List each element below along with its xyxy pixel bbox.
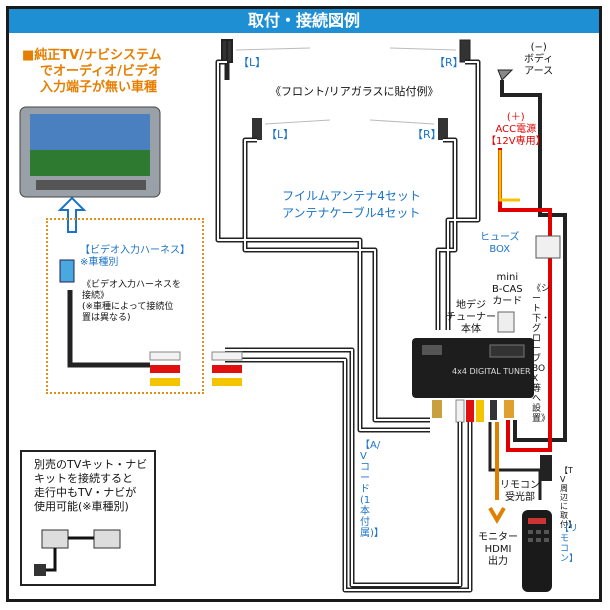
tuner-connectors	[432, 399, 514, 423]
tv-near-label: 【TV周辺に取付】	[560, 466, 576, 529]
film-antenna-label: フイルムアンテナ4セット アンテナケーブル4セット	[282, 189, 421, 220]
kit-cable-icon	[34, 529, 121, 576]
car-note: ■純正TV/ナビシステム でオーディオ/ビデオ 入力端子が無い車種	[22, 48, 162, 95]
diagram-frame	[6, 6, 602, 602]
car-monitor	[19, 106, 161, 198]
remote-sensor-icon	[540, 455, 552, 481]
antenna-top-left-label: 【L】	[238, 56, 267, 69]
remote-sensor-label: リモコン受光部	[500, 480, 540, 503]
seat-note: 《シート下・グローブBOX等へ設置》	[532, 284, 551, 424]
antenna-mid-left	[252, 118, 262, 140]
tuner-body-label: 地デジチューナー本体	[446, 300, 496, 335]
antenna-mid-right-label: 【R】	[412, 128, 442, 141]
fuse-box-icon	[535, 235, 561, 259]
antenna-top-left	[221, 39, 233, 63]
harness-label: 【ビデオ入力ハーネス】※車種別	[80, 245, 190, 268]
av-cord-label: 【A/Vコード(1本付属)】	[360, 440, 384, 539]
hdmi-arrow	[488, 422, 506, 524]
glass-note: 《フロント/リアガラスに貼付例》	[270, 85, 439, 98]
page-title: 取付・接続図例	[9, 9, 599, 33]
ground-terminal-icon	[497, 69, 514, 81]
remote-label: 【リモコン】	[560, 524, 579, 564]
rca-plugs	[149, 351, 243, 386]
harness-connect-note: 《ビデオ入力ハーネスを接続》 (※車種によって接続位置は異なる)	[82, 280, 182, 323]
arrow-up-icon	[57, 196, 87, 233]
kit-note-box: 別売のTVキット・ナビキットを接続すると 走行中もTV・ナビが使用可能(※車種別…	[20, 450, 156, 586]
ground-label: (−)ボディアース	[524, 42, 554, 77]
antenna-top-right-label: 【R】	[434, 56, 464, 69]
acc-power-label: (＋)ACC電源【12V専用】	[486, 112, 546, 147]
bcas-card-icon	[497, 311, 515, 333]
kit-note: 別売のTVキット・ナビキットを接続すると 走行中もTV・ナビが使用可能(※車種別…	[34, 458, 148, 513]
power-wires	[498, 80, 567, 452]
harness-dashed-box	[46, 218, 204, 394]
harness-connector-icon	[59, 259, 75, 283]
tuner-unit: 4x4 DIGITAL TUNER	[412, 338, 534, 398]
antenna-mid-left-label: 【L】	[266, 128, 295, 141]
antenna-mid-right	[438, 118, 448, 140]
harness-cable	[67, 290, 150, 368]
tuner-label: 4x4 DIGITAL TUNER	[452, 367, 531, 376]
